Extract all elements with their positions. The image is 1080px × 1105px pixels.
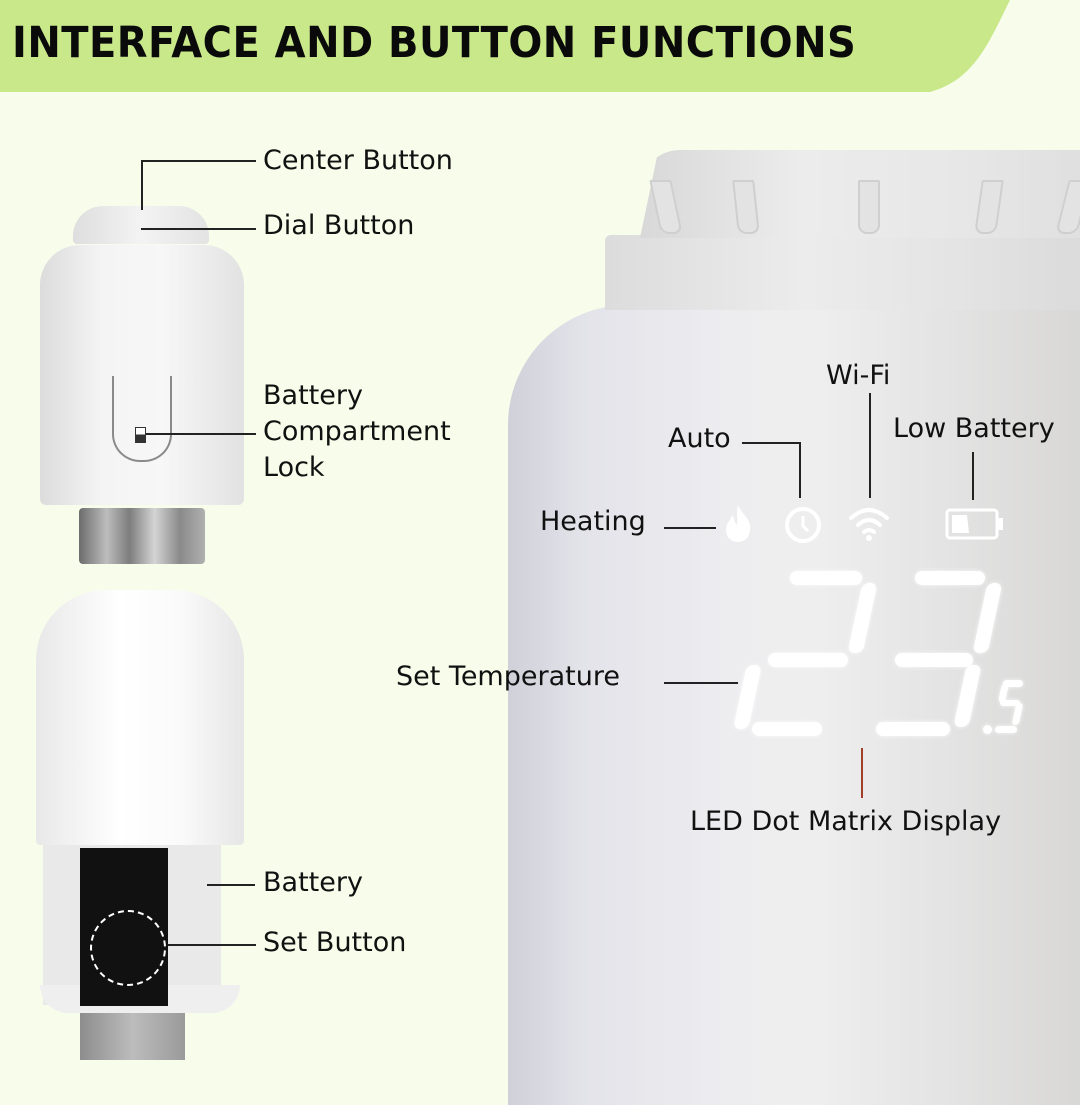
- page-title: INTERFACE AND BUTTON FUNCTIONS: [12, 18, 857, 68]
- device-body: [508, 305, 1080, 1105]
- leader-line-dial-button: [141, 228, 256, 230]
- banner-shape: [0, 0, 1010, 92]
- leader-line-battery-lock: [146, 433, 256, 435]
- battery-low-icon: [945, 508, 1003, 540]
- battery-lock-slot: [112, 376, 172, 462]
- label-battery: Battery: [263, 867, 363, 898]
- label-low-battery: Low Battery: [893, 413, 1055, 444]
- leader-line-auto: [742, 442, 800, 444]
- dial-button: [73, 206, 209, 244]
- label-dial-button: Dial Button: [263, 210, 415, 241]
- wifi-icon: [849, 508, 889, 541]
- flame-icon: [726, 505, 751, 542]
- label-wifi: Wi-Fi: [826, 360, 891, 391]
- valve-nut: [79, 508, 205, 564]
- leader-line-auto: [799, 442, 801, 498]
- label-battery-lock-1: Battery: [263, 380, 363, 411]
- leader-line-set-button: [168, 944, 256, 946]
- leader-line-battery: [207, 884, 255, 886]
- clock-icon: [785, 507, 821, 543]
- battery-lock-icon: [135, 427, 146, 443]
- valve-nut: [80, 1010, 185, 1060]
- label-set-temperature: Set Temperature: [396, 661, 620, 692]
- device-ring: [605, 235, 1080, 310]
- label-battery-lock-2: Compartment: [263, 416, 451, 447]
- dial-notch: [858, 180, 880, 234]
- label-set-button: Set Button: [263, 927, 407, 958]
- label-auto: Auto: [668, 423, 731, 454]
- label-led-display: LED Dot Matrix Display: [690, 806, 1002, 837]
- leader-line-heating: [664, 527, 716, 529]
- device-cover: [36, 590, 244, 845]
- leader-line-low-battery: [972, 452, 974, 500]
- label-center-button: Center Button: [263, 145, 453, 176]
- leader-line-center-button: [141, 160, 143, 210]
- label-battery-lock-3: Lock: [263, 452, 325, 483]
- leader-line-center-button: [141, 160, 256, 162]
- leader-line-set-temperature: [664, 682, 738, 684]
- label-heating: Heating: [540, 506, 646, 537]
- header-banner: INTERFACE AND BUTTON FUNCTIONS: [0, 0, 1080, 92]
- set-button-highlight: [90, 910, 166, 986]
- leader-line-wifi: [869, 393, 871, 498]
- leader-line-led-display: [861, 748, 863, 798]
- device-body: [40, 245, 244, 505]
